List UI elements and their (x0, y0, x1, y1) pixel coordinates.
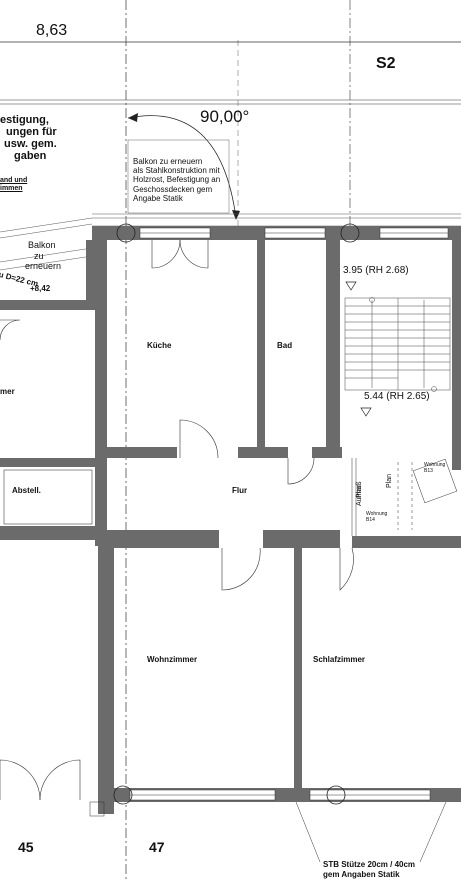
room-living: Wohnzimmer (147, 655, 198, 664)
storage-box (3, 469, 93, 525)
house-number-left: 45 (18, 839, 34, 855)
room-storage: Abstell. (12, 486, 41, 495)
balcony-strip (0, 213, 461, 271)
slab-level: +8,42 (30, 284, 51, 293)
balcony-note-box (127, 139, 230, 214)
room-bath: Bad (277, 341, 293, 350)
angle-arc (127, 115, 237, 219)
doors (0, 239, 354, 801)
house-number-right: 47 (149, 839, 165, 855)
column-lines (89, 801, 447, 863)
room-left-partial: mer (0, 387, 15, 396)
unit-label-a: Wohnung B13 (424, 462, 446, 474)
level-markers (345, 281, 372, 417)
elevator-label-b: Aufmaß (356, 481, 363, 506)
elevator-label-c: Plan (386, 473, 393, 488)
elevator-shaft (351, 458, 458, 536)
section-mark: S2 (376, 55, 396, 72)
room-bedroom: Schlafzimmer (313, 655, 366, 664)
unit-label-b: Wohnung B14 (366, 511, 388, 523)
room-hall: Flur (232, 486, 248, 495)
height-label-b: 5.44 (RH 2.65) (364, 391, 430, 402)
dimension-width: 8,63 (36, 22, 68, 39)
room-kitchen: Küche (147, 341, 172, 350)
column-markers (113, 223, 360, 805)
staircase (344, 297, 451, 392)
windows (129, 227, 449, 801)
height-label-a: 3.95 (RH 2.68) (343, 265, 409, 276)
dimension-angle: 90,00° (200, 107, 250, 126)
